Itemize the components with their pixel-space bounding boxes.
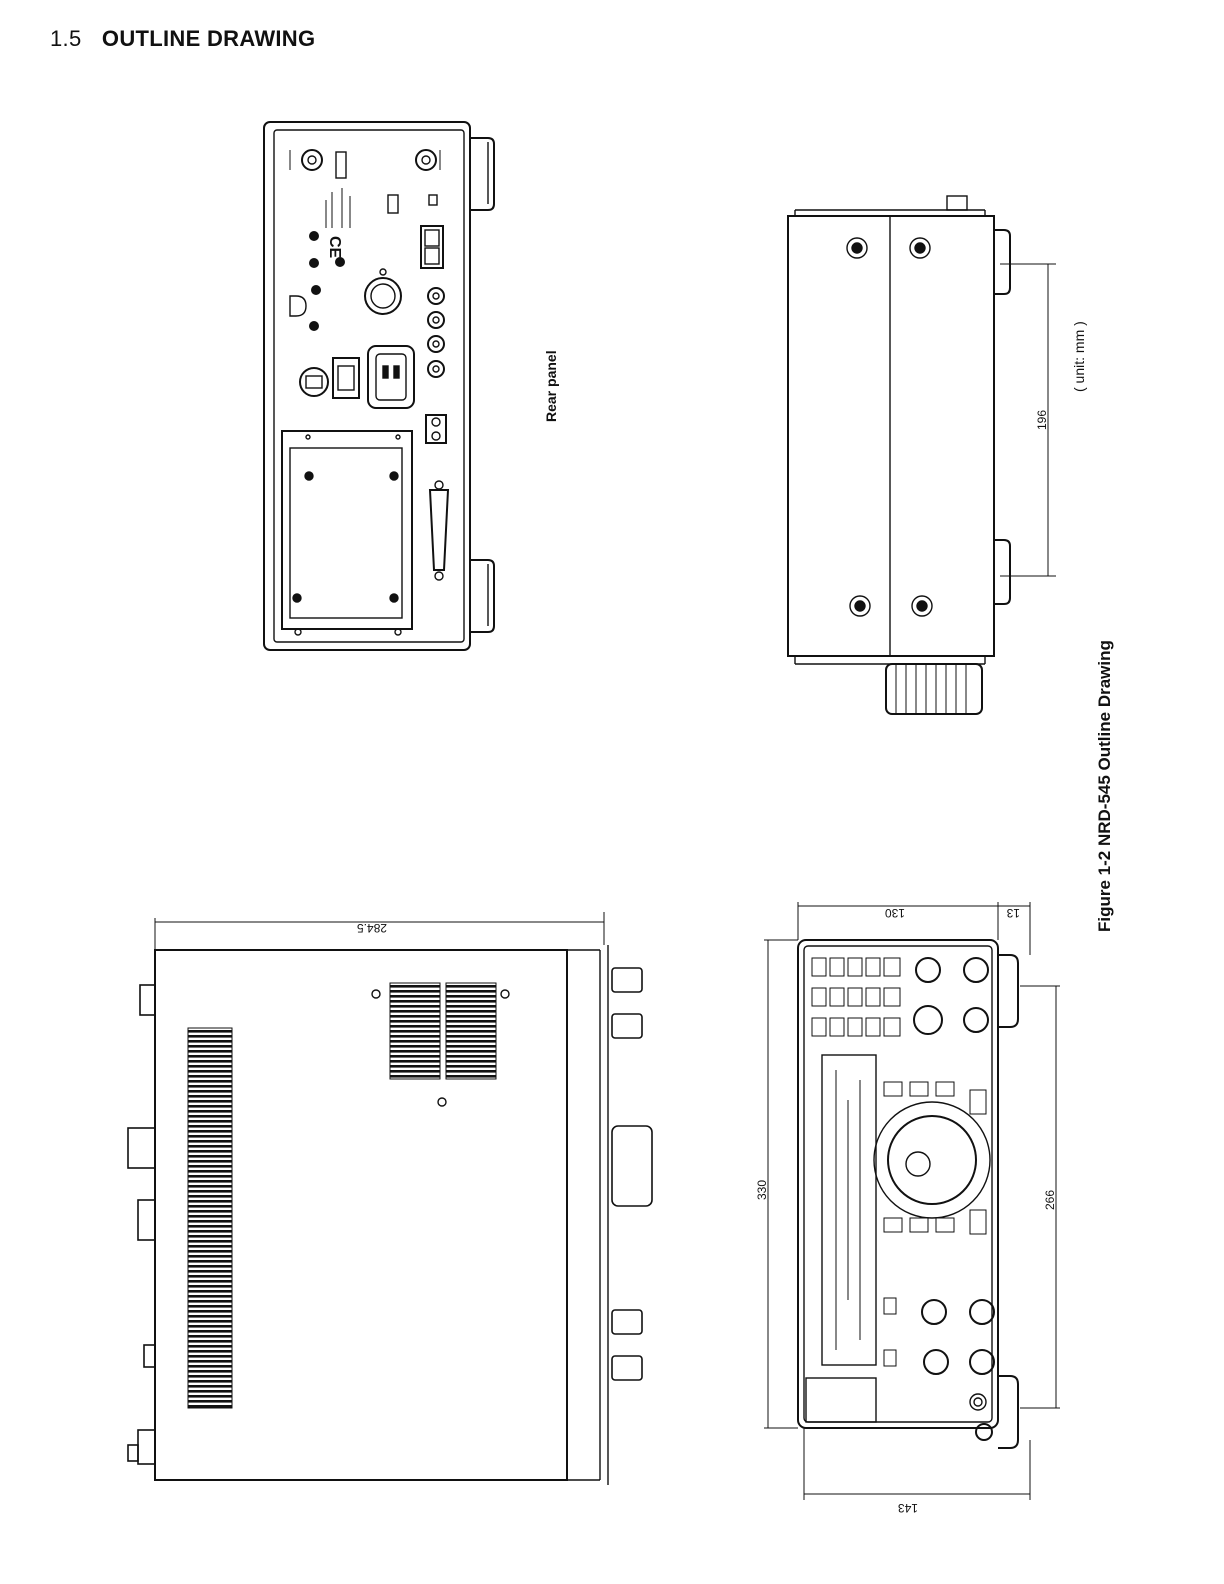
dim-front-height: 130 <box>885 906 905 920</box>
dim-foot-spacing-front: 266 <box>1043 1190 1057 1210</box>
dim-front-width: 330 <box>755 1180 769 1200</box>
unit-note: ( unit: mm ) <box>1071 321 1087 392</box>
dim-knob-protrusion: 13 <box>1006 906 1020 920</box>
figure-caption: Figure 1-2 NRD-545 Outline Drawing <box>1095 640 1114 932</box>
rear-panel-label: Rear panel <box>543 350 559 422</box>
dim-front-height-total: 143 <box>898 1501 918 1515</box>
side-view <box>788 196 1056 714</box>
dim-side-depth: 284.5 <box>357 921 387 935</box>
top-view <box>128 912 652 1485</box>
dim-foot-spacing-side: 196 <box>1035 410 1049 430</box>
rear-panel-view <box>264 122 494 650</box>
front-panel-view <box>764 902 1060 1500</box>
ce-mark: CE <box>326 236 343 259</box>
